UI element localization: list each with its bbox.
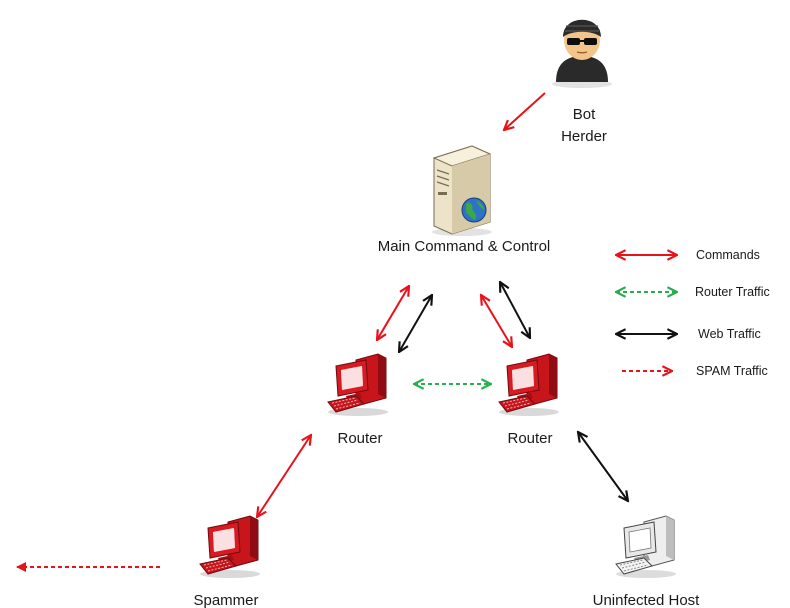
bot-herder-node: Bot Herder [552, 19, 612, 145]
command-arrow-router-spammer [257, 435, 311, 517]
legend-label-web-traffic: Web Traffic [698, 327, 761, 341]
legend-item-web-traffic: Web Traffic [616, 327, 761, 341]
uninfected-host-node: Uninfected Host [593, 515, 701, 608]
legend-item-spam-traffic: SPAM Traffic [622, 364, 768, 378]
legend-label-commands: Commands [696, 248, 760, 262]
c2-label: Main Command & Control [378, 238, 551, 255]
spammer-label: Spammer [193, 592, 258, 608]
bot-herder-label-line2: Herder [561, 128, 607, 145]
command-arrow-c2-router-right [481, 295, 512, 347]
router-left-node: Router [327, 353, 389, 447]
spammer-node: Spammer [193, 515, 261, 608]
legend-item-commands: Commands [616, 248, 760, 262]
router-right-node: Router [498, 353, 560, 447]
router-left-label: Router [337, 430, 382, 447]
web-arrow-c2-router-right [500, 282, 530, 338]
router-right-label: Router [507, 430, 552, 447]
bot-herder-label-line1: Bot [573, 106, 596, 123]
legend-label-router-traffic: Router Traffic [695, 285, 770, 299]
command-arrow-herder-to-c2 [504, 92, 546, 130]
uninfected-host-label: Uninfected Host [593, 592, 701, 608]
web-arrow-router-uninfected [578, 432, 628, 501]
clean-computer-icon [615, 515, 677, 579]
hacker-icon [552, 19, 612, 88]
server-globe-icon [432, 145, 492, 236]
infected-computer-icon [199, 515, 261, 579]
c2-node: Main Command & Control [378, 145, 551, 255]
legend-item-router-traffic: Router Traffic [616, 285, 770, 299]
command-arrow-c2-router-left [377, 286, 409, 340]
web-arrow-c2-router-left [399, 295, 432, 352]
infected-computer-icon [327, 353, 389, 417]
legend-label-spam-traffic: SPAM Traffic [696, 364, 768, 378]
legend: Commands Router Traffic Web Traffic SPAM… [616, 248, 770, 378]
infected-computer-icon [498, 353, 560, 417]
